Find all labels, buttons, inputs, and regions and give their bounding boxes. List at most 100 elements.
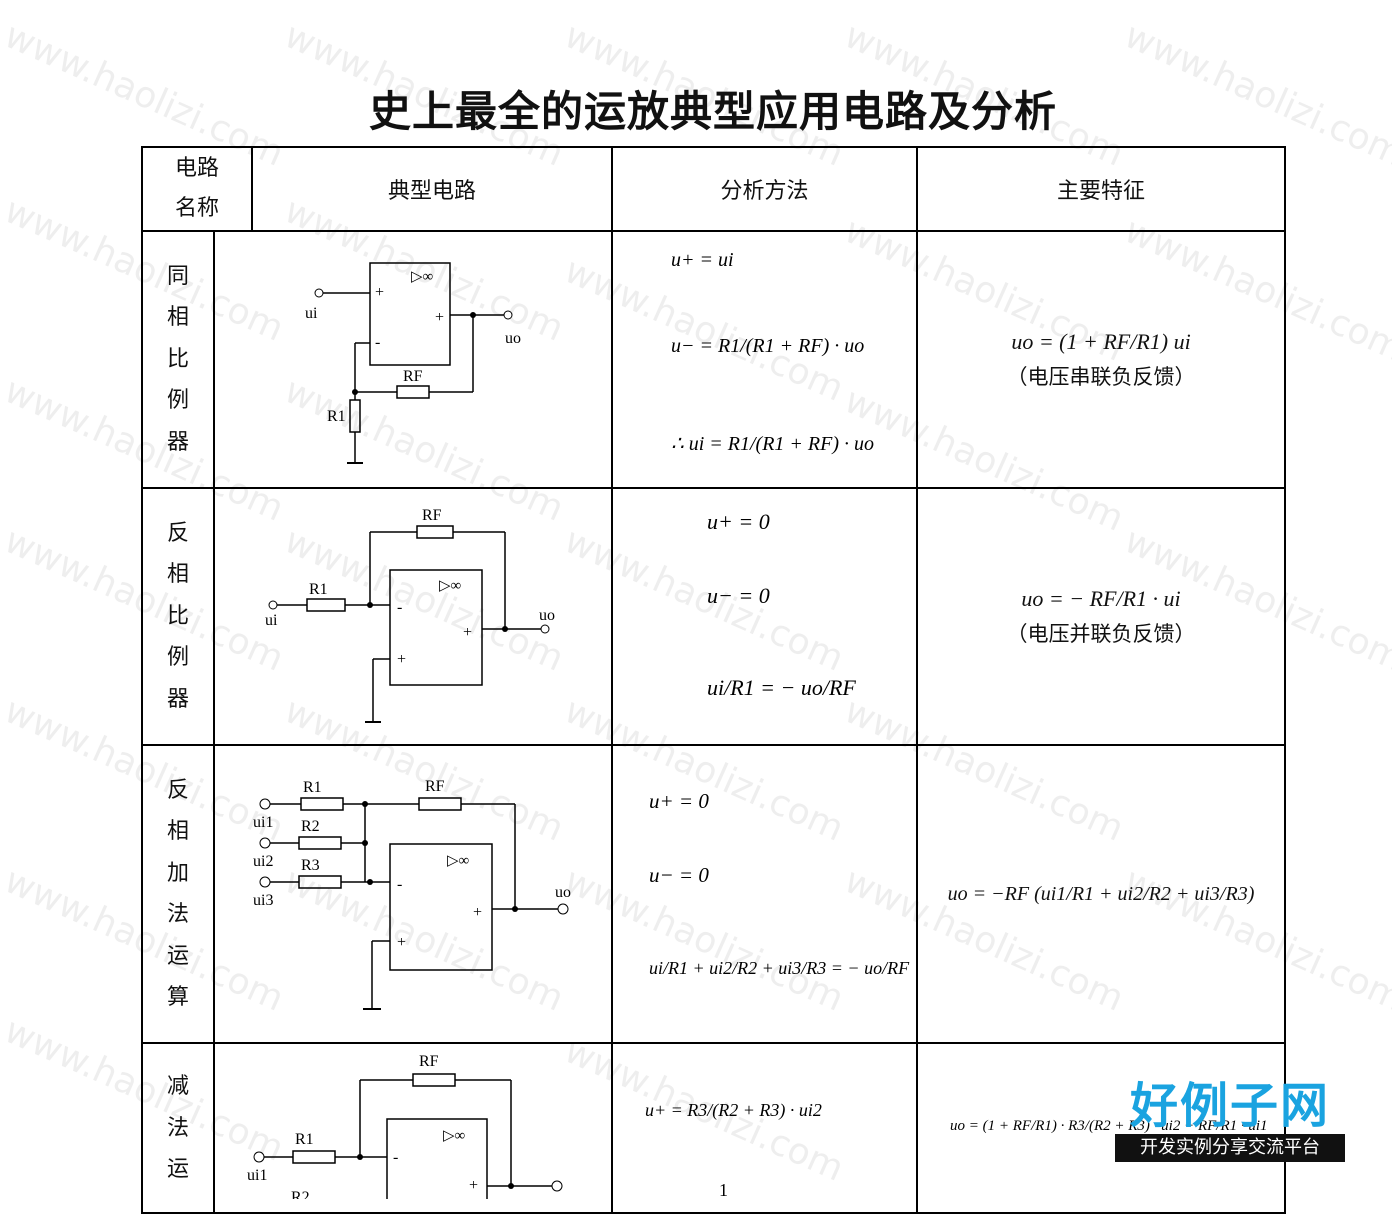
logo-main-text: 好例子网 (1129, 1078, 1330, 1134)
analysis-method: u+ = 0 u− = 0 ui/R1 = − uo/RF (611, 487, 919, 746)
name-char: 器 (166, 429, 189, 455)
logo-sub-text: 开发实例分享交流平台 (1115, 1134, 1345, 1162)
r1-label: R1 (327, 408, 346, 425)
table-row: 同 相 比 例 器 ▷∞ + - + ui uo (141, 230, 1287, 489)
opamp-body (369, 262, 451, 366)
rf-label: RF (422, 507, 442, 524)
table-header-row: 电路 名称 典型电路 分析方法 主要特征 (140, 146, 1287, 232)
analysis-method: u+ = 0 u− = 0 ui/R1 + ui2/R2 + ui3/R3 = … (611, 744, 919, 1044)
header-method: 分析方法 (611, 146, 919, 232)
name-char: 比 (166, 346, 189, 372)
feature-formula: uo = −RF (ui1/R1 + ui2/R2 + ui3/R3) (947, 882, 1255, 905)
opamp-out-plus: + (469, 1177, 478, 1194)
r2-label: R2 (301, 818, 320, 835)
name-char: 反 (166, 777, 189, 803)
circuit-diagram: ▷∞ - + RF ui1 R1 R2 (212, 1042, 614, 1214)
feature-formula: uo = − RF/R1 · ui (1021, 585, 1181, 611)
analysis-method: u+ = ui u− = R1/(R1 + RF) · uo ∴ ui = R1… (611, 230, 919, 489)
opamp-symbol: ▷∞ (443, 1128, 465, 1144)
opamp-symbol: ▷∞ (411, 269, 433, 285)
rf-label: RF (403, 368, 423, 385)
opamp-symbol: ▷∞ (447, 853, 469, 869)
name-char: 法 (166, 1115, 189, 1141)
header-feature: 主要特征 (916, 146, 1287, 232)
opamp-plus: + (375, 284, 384, 301)
r3-label: R3 (301, 857, 320, 874)
opamp-minus: - (397, 599, 402, 616)
rf-label: RF (425, 778, 445, 795)
table-row: 反 相 加 法 运 算 ▷∞ - + + ui1 ui2 ui3 (141, 744, 1287, 1044)
analysis-method: u+ = R3/(R2 + R3) · ui2 1 (611, 1042, 919, 1214)
header-name-line: 电路 (174, 156, 219, 181)
input1-label: ui1 (253, 814, 273, 831)
feature-note: （电压串联负反馈） (1006, 364, 1196, 389)
circuit-name: 反 相 比 例 器 (141, 487, 215, 746)
input1-label: ui1 (247, 1167, 267, 1184)
opamp-symbol: ▷∞ (439, 578, 461, 594)
circuit-name: 反 相 加 法 运 算 (141, 744, 215, 1044)
opamp-plus: + (397, 651, 406, 668)
r2-label: R2 (291, 1189, 310, 1199)
circuit-diagram: ▷∞ + - + ui uo RF R1 (212, 230, 614, 489)
output-label: uo (539, 607, 555, 624)
input-label: ui (265, 612, 278, 629)
formula-line: u− = R1/(R1 + RF) · uo (671, 335, 864, 357)
formula-line: u− = 0 (707, 583, 770, 608)
rf-label: RF (419, 1053, 439, 1070)
circuit-diagram: ▷∞ - + + ui R1 RF uo (212, 487, 614, 746)
resistor-rf (396, 385, 430, 399)
name-char: 运 (166, 943, 189, 969)
inverting-amp-diagram: ▷∞ - + + ui R1 RF uo (265, 507, 555, 723)
r1-label: R1 (295, 1131, 314, 1148)
site-logo: 好例子网 开发实例分享交流平台 (1115, 1078, 1345, 1168)
input-terminal (314, 288, 324, 298)
name-char: 算 (166, 985, 189, 1010)
feature-formula: uo = (1 + RF/R1) ui (1011, 328, 1191, 354)
method-formulas: u+ = 0 u− = 0 ui/R1 + ui2/R2 + ui3/R3 = … (649, 789, 910, 978)
name-char: 加 (166, 860, 189, 886)
circuit-name: 减 法 运 (141, 1042, 215, 1214)
noninverting-amp-diagram: ▷∞ + - + ui uo RF R1 (305, 262, 521, 464)
output-label: uo (505, 330, 521, 347)
output-terminal (503, 310, 513, 320)
method-formulas: u+ = R3/(R2 + R3) · ui2 1 (645, 1100, 822, 1200)
name-char: 减 (166, 1074, 189, 1099)
main-feature: uo = (1 + RF/R1) ui （电压串联负反馈） (916, 230, 1287, 489)
formula-line: u+ = ui (671, 249, 734, 271)
formula-line: ∴ ui = R1/(R1 + RF) · uo (671, 433, 874, 455)
circuit-name: 同 相 比 例 器 (141, 230, 215, 489)
main-feature: uo = − RF/R1 · ui （电压并联负反馈） (916, 487, 1287, 746)
name-char: 例 (166, 645, 189, 671)
name-char: 运 (166, 1157, 189, 1182)
summing-amp-diagram: ▷∞ - + + ui1 ui2 ui3 R1 R2 R3 (253, 778, 571, 1010)
output-label: uo (555, 884, 571, 901)
method-formulas: u+ = ui u− = R1/(R1 + RF) · uo ∴ ui = R1… (671, 249, 874, 455)
table-row: 减 法 运 ▷∞ - + RF ui1 (141, 1042, 1287, 1214)
circuit-diagram: ▷∞ - + + ui1 ui2 ui3 R1 R2 R3 (212, 744, 614, 1044)
opamp-minus: - (397, 876, 402, 893)
circuit-table: 电路 名称 典型电路 分析方法 主要特征 同 相 比 例 器 ▷∞ + - + (140, 146, 1287, 1214)
formula-line: u+ = R3/(R2 + R3) · ui2 (645, 1100, 822, 1121)
name-char: 相 (166, 305, 189, 331)
header-circuit: 典型电路 (388, 179, 477, 204)
formula-line: ui/R1 + ui2/R2 + ui3/R3 = − uo/RF (649, 958, 910, 978)
input-label: ui (305, 305, 318, 322)
r1-label: R1 (303, 779, 322, 796)
method-formulas: u+ = 0 u− = 0 ui/R1 = − uo/RF (707, 509, 856, 700)
input2-label: ui2 (253, 853, 273, 870)
name-char: 法 (166, 902, 189, 927)
feature-formula: uo = (1 + RF/R1) · R3/(R2 + R3) · ui2 − … (950, 1118, 1268, 1134)
formula-line: u+ = 0 (707, 509, 770, 534)
table-row: 反 相 比 例 器 ▷∞ - + + ui R1 (141, 487, 1287, 746)
input3-label: ui3 (253, 892, 273, 909)
name-char: 例 (166, 388, 189, 414)
name-char: 比 (166, 603, 189, 629)
opamp-out-plus: + (463, 624, 472, 641)
opamp-minus: - (393, 1149, 398, 1166)
name-char: 相 (166, 819, 189, 844)
formula-line: u− = 0 (649, 863, 709, 887)
formula-line: 1 (719, 1180, 728, 1199)
name-char: 器 (166, 686, 189, 712)
header-name-line: 名称 (174, 196, 219, 221)
header-name: 电路 名称 (143, 148, 253, 230)
